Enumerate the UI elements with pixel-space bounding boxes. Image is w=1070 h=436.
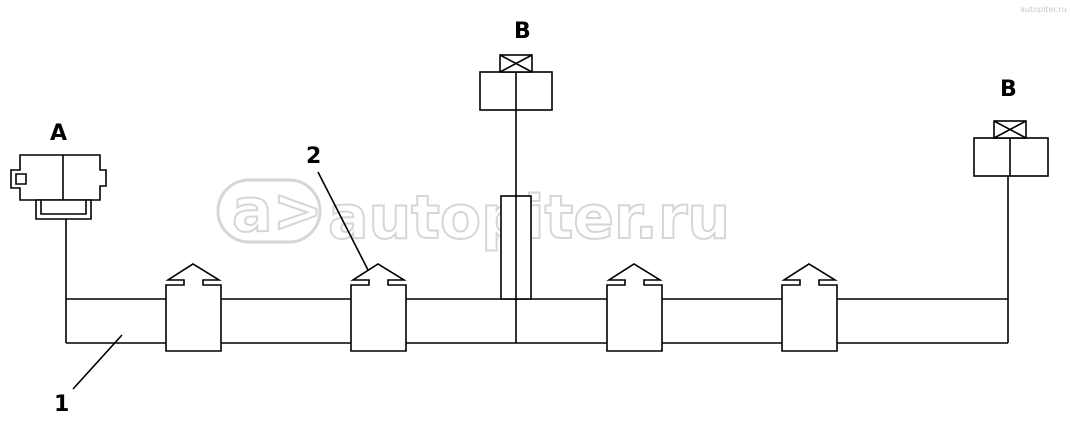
label-connector-b-center: B [514,19,531,44]
clip-1 [165,263,222,352]
callout-2: 2 [306,144,369,271]
connector-b-center-cap-cross-2 [499,54,533,73]
main-harness-trunk [65,298,1009,344]
callout-1-leader [72,334,123,390]
center-branch [500,110,532,300]
callout-2-leader [317,171,369,271]
clip-4-body [781,263,838,352]
connector-a-body [10,154,107,201]
label-callout-1: 1 [54,392,69,417]
clip-2 [350,263,407,352]
clip-1-body [165,263,222,352]
watermark-logo-glyph: a> [232,176,323,246]
label-connector-a: A [50,121,67,146]
watermark: a> autopiter.ru autopiter.ru [216,5,1067,254]
connector-b-right-body [973,137,1049,177]
connector-b-right: B [973,77,1049,177]
connector-a-latch [35,199,92,220]
watermark-corner-text: autopiter.ru [1020,5,1067,14]
connector-b-right-cap-cross-2 [993,120,1027,139]
clip-2-body [350,263,407,352]
callout-1: 1 [54,334,123,417]
connector-b-center: B [479,19,553,111]
label-connector-b-right: B [1000,77,1017,102]
connector-a-key [15,173,27,185]
clip-3 [606,263,663,352]
clip-3-body [606,263,663,352]
label-callout-2: 2 [306,144,321,169]
connector-a-latch-inner [40,200,87,215]
watermark-logo-badge [216,178,322,244]
clip-4 [781,263,838,352]
connector-a: A [10,121,107,220]
